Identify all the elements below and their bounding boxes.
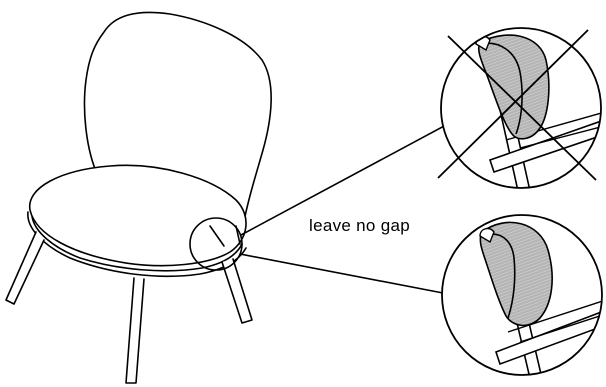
chair-illustration <box>6 12 271 383</box>
callout-line-bottom <box>240 254 443 293</box>
callout-lines <box>240 125 446 293</box>
detail-view-incorrect <box>430 20 606 200</box>
chair-leg-back-left <box>6 232 44 304</box>
detail-view-correct <box>430 205 606 387</box>
leave-no-gap-label: leave no gap <box>309 216 410 236</box>
chair-leg-front-left <box>126 278 144 383</box>
